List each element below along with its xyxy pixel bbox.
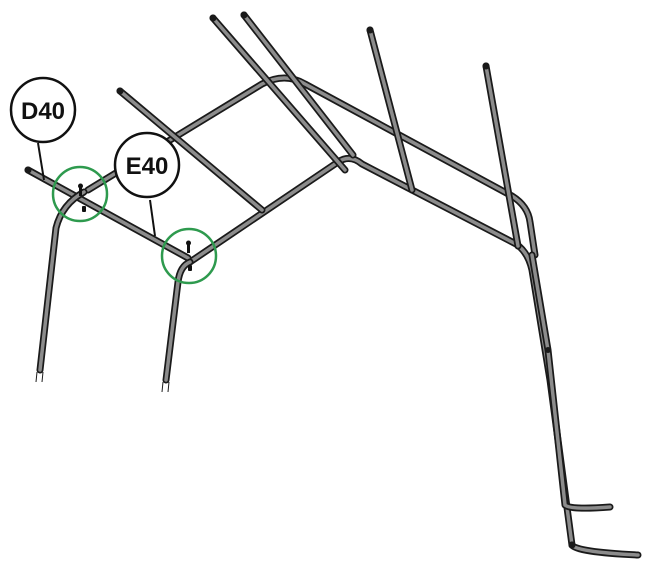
rafter-4 bbox=[366, 26, 416, 194]
rafter-2 bbox=[209, 14, 349, 174]
back-right-leg bbox=[528, 251, 614, 512]
callout-label: D40 bbox=[21, 98, 65, 125]
frame-tubes bbox=[24, 11, 642, 559]
nut-icon bbox=[82, 206, 192, 271]
left-leg-d40 bbox=[36, 188, 88, 374]
rafter-1 bbox=[116, 87, 266, 214]
highlight-circle-e40 bbox=[160, 227, 218, 285]
tube-end-caps bbox=[24, 11, 576, 549]
back-ridge-tube bbox=[84, 74, 539, 259]
callout-label: E40 bbox=[126, 153, 169, 180]
callout-d40: D40 bbox=[9, 76, 77, 144]
leg-tips bbox=[35, 371, 170, 393]
highlight-circle-d40 bbox=[51, 165, 109, 223]
rafter-5 bbox=[482, 62, 522, 250]
callout-e40: E40 bbox=[113, 131, 181, 199]
callout-leader-d40 bbox=[37, 142, 45, 181]
rafter-3 bbox=[240, 11, 357, 159]
bolt-icon bbox=[78, 183, 191, 253]
front-right-foot bbox=[568, 541, 642, 559]
callout-leader-e40 bbox=[149, 199, 156, 237]
